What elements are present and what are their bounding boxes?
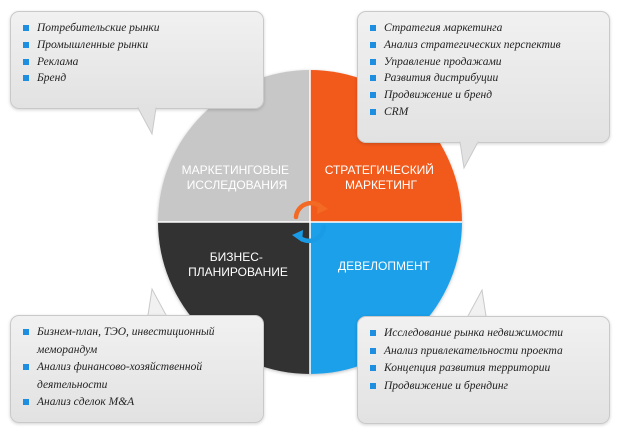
- square-bullet-icon: [370, 41, 376, 48]
- square-bullet-icon: [370, 347, 376, 354]
- square-bullet-icon: [370, 365, 376, 371]
- square-bullet-icon: [23, 329, 29, 335]
- list-item: Продвижение и бренд: [370, 87, 599, 104]
- quadrant-development[interactable]: [310, 222, 462, 374]
- list-item: Анализ привлекательности проекта: [370, 343, 599, 361]
- list-item: Концепция развития территории: [370, 360, 599, 378]
- callout-tail-business: [147, 287, 167, 317]
- list-item: Бренд: [23, 70, 253, 87]
- square-bullet-icon: [370, 58, 376, 65]
- square-bullet-icon: [23, 399, 29, 405]
- quadrant-research[interactable]: [158, 70, 310, 222]
- quadrant-strategy[interactable]: [310, 70, 462, 222]
- quadrant-label-business: БИЗНЕС- ПЛАНИРОВАНИЕ: [188, 250, 288, 279]
- square-bullet-icon: [370, 92, 376, 99]
- quadrant-label-research: МАРКЕТИНГОВЫЕ ИССЛЕДОВАНИЯ: [182, 163, 293, 192]
- callout-development: Исследование рынка недвижимости Анализ п…: [357, 316, 610, 424]
- list-item: Промышленные рынки: [23, 37, 253, 54]
- square-bullet-icon: [370, 108, 376, 115]
- callout-tail-development: [467, 288, 487, 318]
- list-item: Реклама: [23, 54, 253, 71]
- list-item: Анализ стратегических перспектив: [370, 37, 599, 54]
- list-item: Развития дистрибуции: [370, 70, 599, 87]
- quadrant-label-development: ДЕВЕЛОПМЕНТ: [338, 259, 431, 273]
- list-item: Анализ финансово-хозяйственной деятельно…: [23, 359, 253, 394]
- square-bullet-icon: [23, 58, 29, 65]
- callout-business: Бизнем-план, ТЭО, инвестиционный меморан…: [10, 315, 264, 423]
- square-bullet-icon: [370, 75, 376, 82]
- square-bullet-icon: [23, 364, 29, 370]
- list-item: Управление продажами: [370, 54, 599, 71]
- square-bullet-icon: [23, 75, 29, 82]
- list-item: Потребительские рынки: [23, 20, 253, 37]
- square-bullet-icon: [370, 382, 376, 389]
- quadrant-label-strategy: СТРАТЕГИЧЕСКИЙ МАРКЕТИНГ: [325, 162, 438, 192]
- callout-tail-strategy: [459, 140, 479, 170]
- quadrant-business[interactable]: [158, 222, 310, 374]
- circular-arrows-icon: [292, 200, 328, 244]
- square-bullet-icon: [23, 41, 29, 48]
- callout-tail-research: [137, 106, 157, 136]
- list-item: CRM: [370, 104, 599, 121]
- list-item: Исследование рынка недвижимости: [370, 325, 599, 343]
- square-bullet-icon: [370, 330, 376, 336]
- square-bullet-icon: [23, 25, 29, 31]
- list-item: Продвижение и брендинг: [370, 378, 599, 396]
- callout-strategy: Стратегия маркетинга Анализ стратегическ…: [357, 11, 610, 143]
- square-bullet-icon: [370, 25, 376, 31]
- list-item: Анализ сделок M&A: [23, 394, 253, 412]
- list-item: Стратегия маркетинга: [370, 20, 599, 37]
- list-item: Бизнем-план, ТЭО, инвестиционный меморан…: [23, 324, 253, 359]
- callout-research: Потребительские рынки Промышленные рынки…: [10, 11, 264, 109]
